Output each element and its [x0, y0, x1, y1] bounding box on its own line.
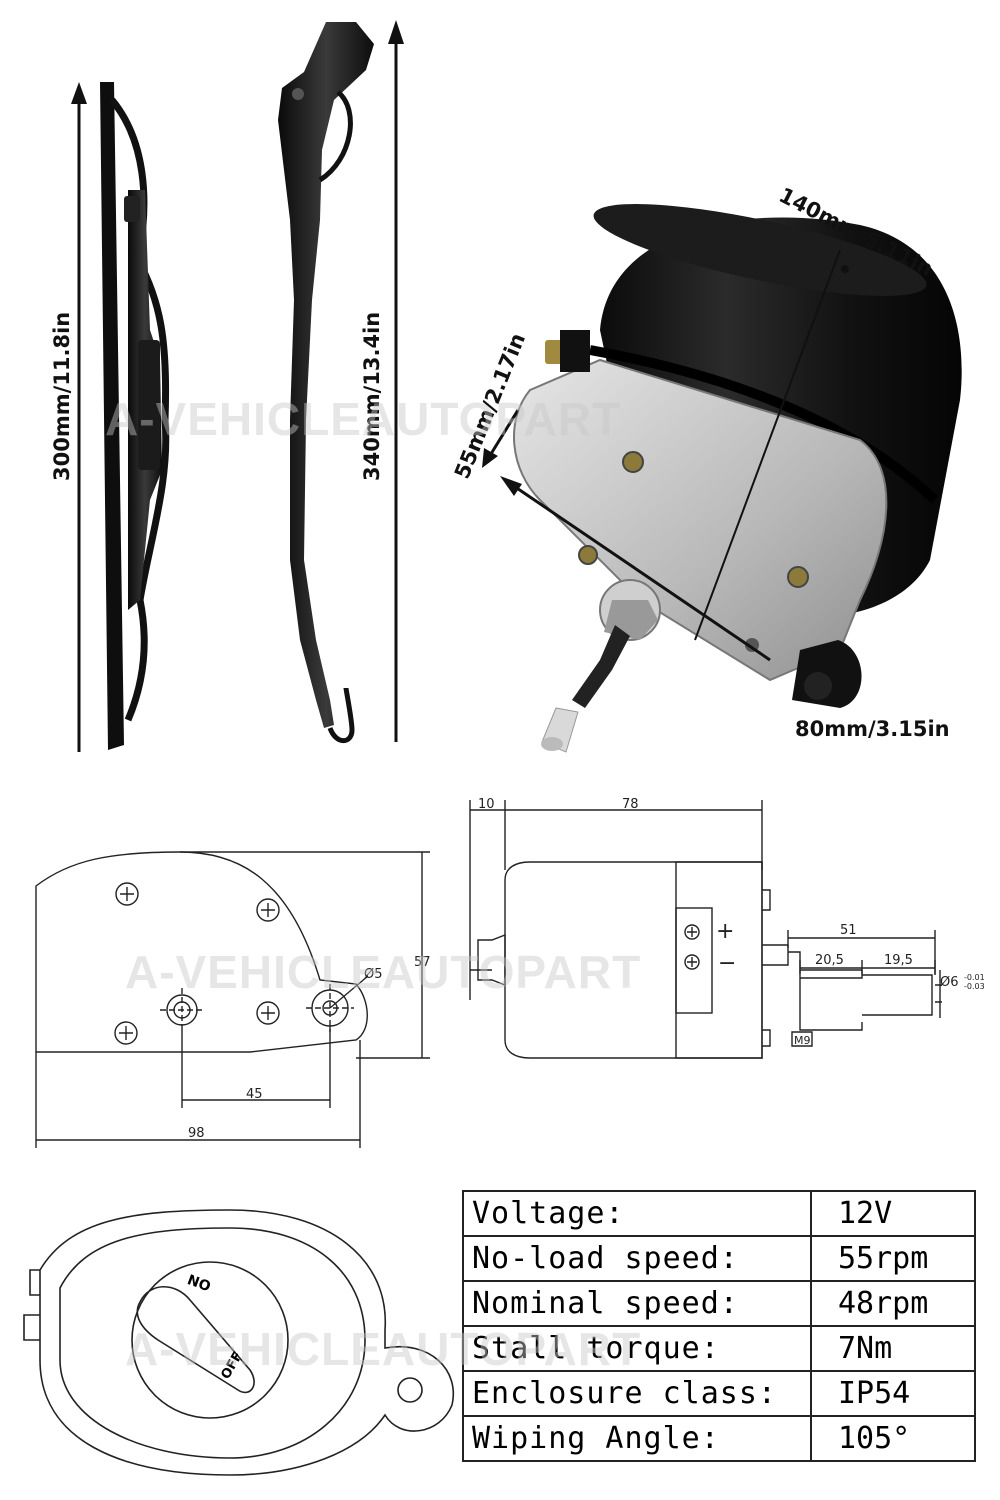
spec-label: Nominal speed:	[462, 1280, 812, 1327]
dim-d6-label: Ø6	[940, 975, 959, 990]
wiper-motor-photo	[482, 204, 962, 753]
motor-width-label: 80mm/3.15in	[795, 717, 950, 741]
terminal-plus-label: +	[716, 919, 734, 944]
switch-drawing: ON OFF	[23, 1209, 455, 1476]
terminal-minus-label: −	[718, 951, 736, 976]
spec-value: 105°	[810, 1415, 976, 1462]
dim-20-5-label: 20,5	[815, 953, 844, 968]
spec-value: IP54	[810, 1370, 976, 1417]
dim-57-label: 57	[414, 955, 431, 970]
spec-value: 12V	[810, 1190, 976, 1237]
tolerance-upper-label: -0.01	[964, 973, 985, 982]
spec-value: 55rpm	[810, 1235, 976, 1282]
wiper-arm	[278, 22, 374, 744]
dim-98-label: 98	[188, 1126, 205, 1141]
dim-19-5-label: 19,5	[884, 953, 913, 968]
table-row: Enclosure class: IP54	[462, 1370, 976, 1417]
technical-drawing: 45 98 57 Ø5 10 78 51 20,5 19,5 Ø6 -0.01 …	[35, 797, 985, 1148]
front-plate-outline	[35, 851, 368, 1053]
spec-value: 48rpm	[810, 1280, 976, 1327]
spec-label: Enclosure class:	[462, 1370, 812, 1417]
spec-label: Wiping Angle:	[462, 1415, 812, 1462]
spec-table: Voltage: 12V No-load speed: 55rpm Nomina…	[462, 1190, 976, 1462]
dim-d5-label: Ø5	[364, 967, 383, 982]
table-row: Voltage: 12V	[462, 1190, 976, 1237]
dim-51-label: 51	[840, 923, 857, 938]
front-plate-screws	[114, 882, 280, 1045]
dim-m9-label: M9	[794, 1034, 811, 1047]
product-photo-illustration	[71, 20, 962, 753]
dim-78-label: 78	[622, 797, 639, 812]
table-row: Wiping Angle: 105°	[462, 1415, 976, 1462]
watermark-text: A-VEHICLEAUTOPART	[125, 946, 642, 998]
dim-45-label: 45	[246, 1087, 263, 1102]
watermark-text: A-VEHICLEAUTOPART	[105, 393, 622, 445]
blade-length-label: 300mm/11.8in	[50, 311, 74, 481]
table-row: Nominal speed: 48rpm	[462, 1280, 976, 1327]
spec-label: Stall torque:	[462, 1325, 812, 1372]
spec-label: No-load speed:	[462, 1235, 812, 1282]
table-row: Stall torque: 7Nm	[462, 1325, 976, 1372]
tolerance-lower-label: -0.03	[964, 982, 985, 991]
spec-value: 7Nm	[810, 1325, 976, 1372]
arm-dimension-arrow	[388, 20, 404, 742]
front-mount-hole	[306, 975, 369, 1032]
table-row: No-load speed: 55rpm	[462, 1235, 976, 1282]
blade-dimension-arrow	[71, 82, 87, 752]
wiper-blade	[100, 82, 170, 750]
front-shaft-hub	[160, 988, 204, 1032]
switch-on-label: ON	[186, 1270, 214, 1293]
watermark-text: A-VEHICLEAUTOPART	[125, 1323, 642, 1375]
spec-label: Voltage:	[462, 1190, 812, 1237]
dim-10-label: 10	[478, 797, 495, 812]
